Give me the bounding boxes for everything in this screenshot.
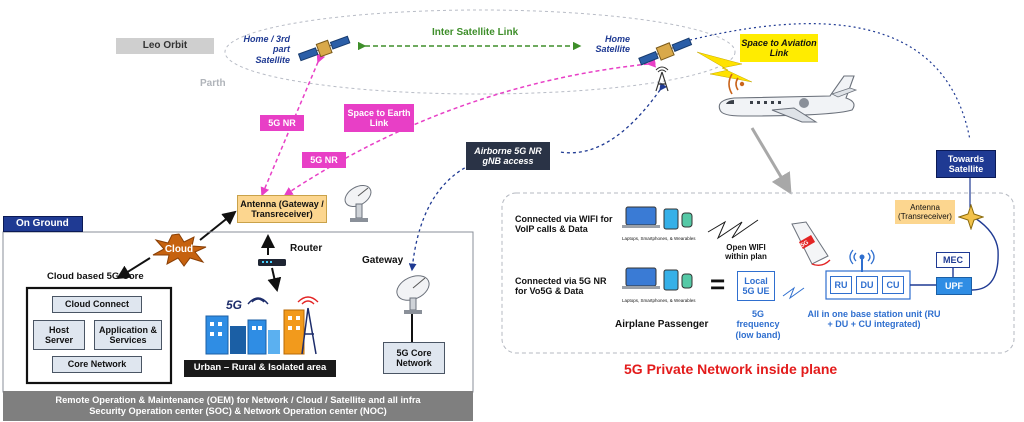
city-5g-illustration: 5G [202,294,326,356]
upf-to-antenna-line [971,217,999,291]
base-station-antenna-icon [848,248,876,272]
ground-dish-icon [342,180,378,224]
cloud-core-panel [25,286,173,385]
mec-box: MEC [936,252,970,268]
antenna-transreceiver-label: Antenna (Transreceiver) [895,200,955,224]
space-to-aviation-label: Space to Aviation Link [740,34,818,62]
svg-text:5G: 5G [226,298,242,312]
wifi-devices-caption: Laptops, Smartphones, & Wearables [622,236,696,241]
open-wifi-label: Open WIFI within plan [725,243,767,262]
satellite-1-icon [296,34,352,62]
cloud-label: Cloud [164,244,194,255]
app-services-box: Application & Services [94,320,162,350]
equals-sign: = [710,269,726,299]
host-server-box: Host Server [33,320,85,350]
space-to-earth-link-path [283,58,656,196]
footer-line-1: Remote Operation & Maintenance (OEM) for… [55,395,421,406]
lightning-bolt [696,51,753,83]
base-station-description: All in one base station unit (RU + DU + … [807,309,941,330]
antenna-star-icon [957,203,985,231]
router-label: Router [290,243,323,254]
nr-zigzag [782,286,805,300]
cu-box: CU [882,276,904,294]
nr-label-2: 5G NR [302,152,346,168]
plane-network-title: 5G Private Network inside plane [624,361,838,377]
nr-devices-caption: Laptops, Smartphones, & Wearables [622,298,696,303]
antenna-gateway-label: Antenna (Gateway / Transreceiver) [237,195,327,223]
cloud-burst [150,233,208,267]
footer-bar: Remote Operation & Maintenance (OEM) for… [3,391,473,421]
passenger-label: Airplane Passenger [615,319,709,330]
airborne-access-path [559,82,667,154]
cloud-to-core-arrow [116,257,151,280]
space-to-earth-label: Space to Earth Link [344,104,414,132]
plane-to-network-arrow [750,127,792,195]
towards-satellite-label: Towards Satellite [936,150,996,178]
watermark-parth: Parth [200,78,226,89]
cloud-connect-box: Cloud Connect [52,296,142,313]
airplane-icon [712,70,860,130]
airborne-access-label: Airborne 5G NR gNB access [466,142,550,170]
frequency-label: 5G frequency (low band) [735,309,781,340]
nr-label-1: 5G NR [260,115,304,131]
footer-line-2: Security Operation center (SOC) & Networ… [89,406,387,416]
nr-connection-text: Connected via 5G NR for Vo5G & Data [515,276,607,297]
plane-network-panel [501,192,1015,354]
home-3rd-satellite-label: Home / 3rd part Satellite [243,34,290,65]
router-icon [257,255,287,267]
urban-rural-label: Urban – Rural & Isolated area [184,360,336,377]
core-network-box: Core Network [52,356,142,373]
on-ground-label: On Ground [3,216,83,232]
nr-devices-icon [622,266,698,296]
gateway-uplink-path [408,164,471,272]
wifi-devices-icon [622,205,698,235]
wifi-router-device-icon: 5G [782,220,834,270]
ru-box: RU [830,276,852,294]
du-box: DU [856,276,878,294]
gateway-label: Gateway [362,255,404,266]
gnb-tower-icon [652,66,672,92]
inter-satellite-link-label: Inter Satellite Link [432,27,519,38]
cloud-core-title: Cloud based 5G Core [47,271,144,282]
satellite-2-icon [636,36,694,66]
router-to-city-arrow [267,267,282,292]
upf-box: UPF [936,277,972,295]
leo-orbit-label: Leo Orbit [116,38,214,54]
cloud-to-antenna-arrow [199,210,237,241]
core-network-5g-box: 5G Core Network [383,342,445,374]
gateway-dish-icon [393,272,437,316]
wifi-connection-text: Connected via WIFI for VoIP calls & Data [515,214,613,235]
wifi-zigzag [707,219,759,240]
svg-text:5G: 5G [800,240,810,249]
home-satellite-label: Home Satellite [595,34,630,55]
local-5g-ue-box: Local 5G UE [737,271,775,301]
